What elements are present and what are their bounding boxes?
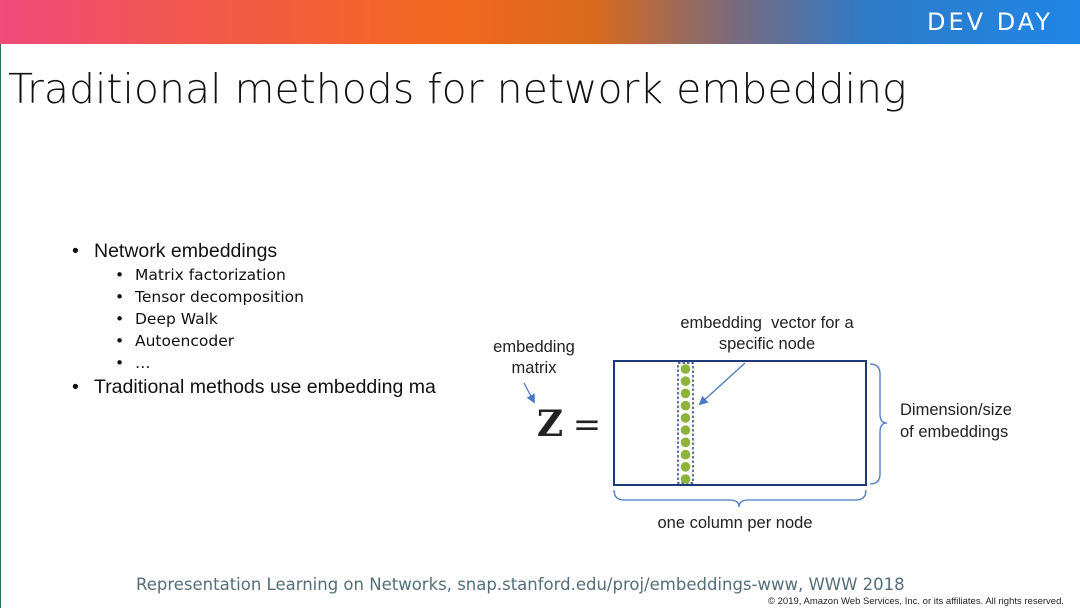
bullet-symbol: • [72,240,79,262]
embedding-matrix-label-line1: embedding [493,338,575,356]
vector-dot [680,364,691,374]
sub-bullet-item: • Deep Walk [72,308,490,330]
sub-bullet-item: • Autoencoder [72,330,490,352]
bullet-text: Network embeddings [94,240,278,262]
sub-bullet-text: … [135,354,151,372]
bullet-symbol: • [115,310,125,328]
bullet-item: • Traditional methods use embedding ma [72,374,490,400]
embedding-vector-label-line1: embedding vector for a [680,314,854,332]
sub-bullet-text: Matrix factorization [135,266,286,284]
embedding-vector-label-line2: specific node [719,335,815,353]
embedding-matrix-frame [613,360,867,486]
vector-dot [680,400,691,411]
bullet-text: Traditional methods use embedding ma [94,376,436,398]
copyright-notice: © 2019, Amazon Web Services, Inc. or its… [767,596,1064,607]
sub-bullet-text: Autoencoder [135,332,235,350]
slide-title: Traditional methods for network embeddin… [8,65,907,113]
sub-bullet-item: • Matrix factorization [72,264,490,286]
sub-bullet-item: •… [72,352,490,374]
column-label: one column per node [657,514,812,532]
column-brace [613,489,867,508]
bullet-symbol: • [72,376,79,398]
bullet-symbol: • [115,266,125,284]
bullet-item: • Network embeddings [72,238,490,264]
vector-dot [680,425,691,435]
sub-bullet-text: Deep Walk [135,310,218,328]
vector-label-arrow [698,362,746,406]
vector-dot [680,437,691,448]
matrix-symbol-z: Z [537,403,563,445]
vector-dot [680,376,691,387]
bullet-symbol: • [115,332,125,350]
dimension-label-line2: of embeddings [900,423,1008,441]
vector-dot [680,462,691,472]
vector-dot [680,388,691,399]
vector-dot [680,449,691,460]
bullet-symbol: • [115,354,125,372]
reference-citation: Representation Learning on Networks, sna… [136,575,905,594]
left-accent-rule [0,44,1,608]
vector-dot [680,474,691,484]
embedding-vector-dots [680,364,691,484]
equals-sign: = [573,405,602,445]
bullet-symbol: • [115,288,125,306]
embedding-matrix-label-line2: matrix [512,359,558,377]
top-banner: DEV DAY [0,0,1080,44]
dimension-brace [869,363,888,485]
vector-dot [680,413,691,423]
matrix-label-arrow [523,382,535,404]
dev-day-label: DEV DAY [927,8,1053,36]
sub-bullet-item: • Tensor decomposition [72,286,490,308]
dimension-label-line1: Dimension/size [900,401,1012,419]
bullet-list: • Network embeddings • Matrix factorizatio… [72,238,490,400]
sub-bullet-text: Tensor decomposition [135,288,304,306]
